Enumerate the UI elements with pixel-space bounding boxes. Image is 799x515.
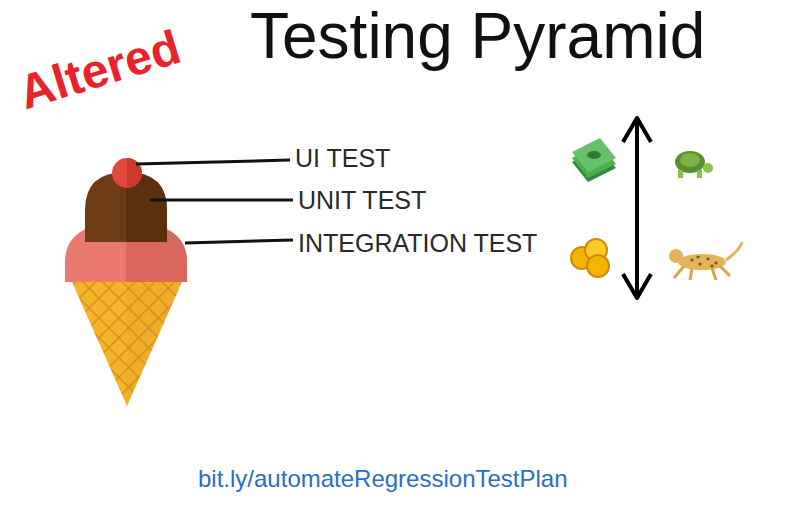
leader-line — [185, 240, 293, 243]
turtle-icon — [675, 151, 713, 178]
title: Testing Pyramid — [250, 4, 705, 68]
cheetah-icon — [669, 242, 742, 280]
double-arrow — [623, 118, 651, 298]
coins-icon — [571, 239, 609, 277]
layer-label: UI TEST — [295, 146, 390, 171]
link-caption: bit.ly/automateRegressionTestPlan — [198, 467, 568, 491]
layer-label: UNIT TEST — [298, 188, 426, 213]
leader-line — [150, 199, 293, 202]
waffle-cone — [72, 282, 182, 406]
layer-label: INTEGRATION TEST — [298, 231, 537, 256]
money-icon — [572, 138, 616, 182]
leader-line — [136, 160, 290, 164]
stamp-label: Altered — [14, 23, 186, 117]
